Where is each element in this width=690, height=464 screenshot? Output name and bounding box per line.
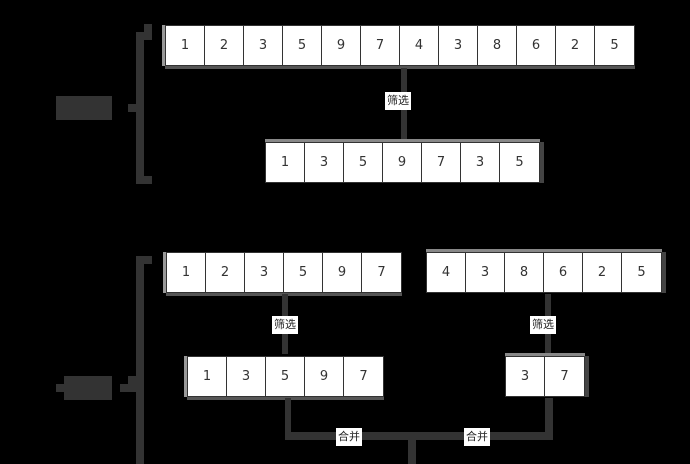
array-cell: 3 <box>466 253 505 292</box>
array-cell: 5 <box>515 155 524 170</box>
array-cell: 5 <box>266 357 305 396</box>
array-cell: 9 <box>323 253 362 292</box>
left-filtered-array: 1 3 5 9 7 <box>187 356 384 397</box>
array-cell: 8 <box>505 253 544 292</box>
array-cell: 9 <box>322 26 361 65</box>
array-cell: 5 <box>610 38 619 53</box>
array-cell: 5 <box>637 265 646 280</box>
left-half-array: 1 2 3 5 9 7 <box>166 252 402 293</box>
array-cell: 7 <box>377 265 386 280</box>
array-cell: 3 <box>227 357 266 396</box>
array-cell: 3 <box>506 357 545 396</box>
array-cell: 3 <box>439 26 478 65</box>
array-cell: 8 <box>478 26 517 65</box>
array-cell: 3 <box>461 143 500 182</box>
bottom-section-label <box>64 376 112 400</box>
array-cell: 5 <box>284 253 323 292</box>
left-filter-label: 筛选 <box>272 316 298 334</box>
top-filter-label: 筛选 <box>385 92 411 110</box>
left-merge-label: 合并 <box>336 428 362 446</box>
label-notch <box>56 384 64 392</box>
array-cell: 2 <box>206 253 245 292</box>
right-filter-label: 筛选 <box>530 316 556 334</box>
array-cell: 4 <box>400 26 439 65</box>
array-cell: 1 <box>166 26 205 65</box>
array-cell: 3 <box>244 26 283 65</box>
array-cell: 1 <box>188 357 227 396</box>
array-cell: 7 <box>359 369 368 384</box>
top-section-label <box>56 96 112 120</box>
array-cell: 7 <box>361 26 400 65</box>
array-cell: 7 <box>560 369 569 384</box>
right-half-array: 4 3 8 6 2 5 <box>426 252 662 293</box>
array-cell: 9 <box>305 357 344 396</box>
right-filtered-array: 3 7 <box>505 356 585 397</box>
array-cell: 2 <box>556 26 595 65</box>
right-merge-label: 合并 <box>464 428 490 446</box>
array-cell: 2 <box>205 26 244 65</box>
array-cell: 7 <box>422 143 461 182</box>
array-cell: 1 <box>167 253 206 292</box>
array-cell: 5 <box>344 143 383 182</box>
array-cell: 3 <box>245 253 284 292</box>
array-cell: 3 <box>305 143 344 182</box>
array-cell: 4 <box>427 253 466 292</box>
array-cell: 6 <box>544 253 583 292</box>
array-cell: 2 <box>583 253 622 292</box>
source-array: 1 2 3 5 9 7 4 3 8 6 2 5 <box>165 25 635 66</box>
array-cell: 9 <box>383 143 422 182</box>
array-cell: 1 <box>266 143 305 182</box>
array-cell: 6 <box>517 26 556 65</box>
array-cell: 5 <box>283 26 322 65</box>
filtered-array: 1 3 5 9 7 3 5 <box>265 142 540 183</box>
